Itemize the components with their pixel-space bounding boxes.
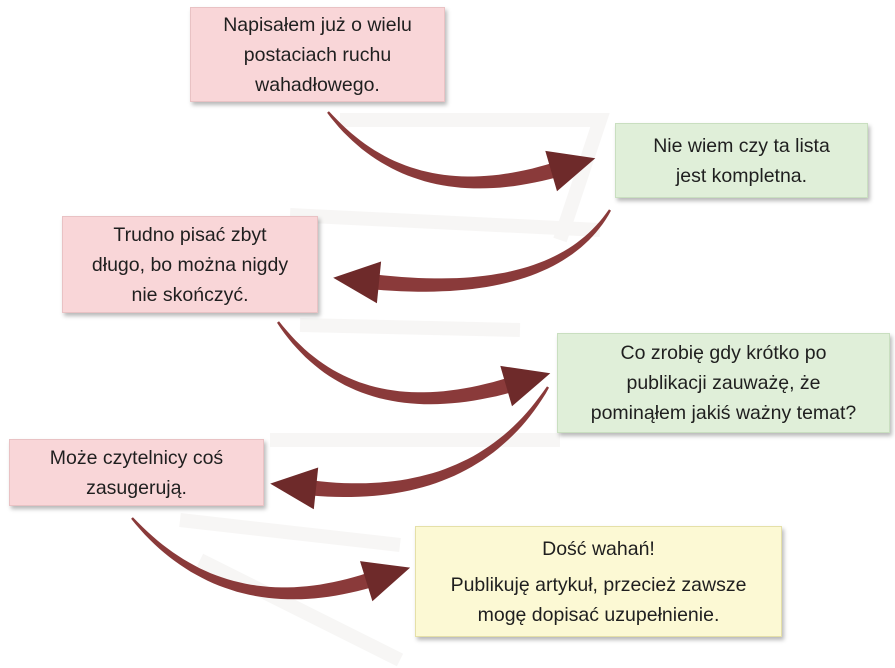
flow-arrow-3-head	[500, 365, 551, 407]
step-4-line-1: Co zrobię gdy krótko po	[620, 342, 827, 364]
step-box-3: Trudno pisać zbyt długo, bo można nigdy …	[62, 216, 318, 313]
flow-arrow-5-shaft	[131, 517, 373, 600]
step-4-line-3: pominąłem jakiś ważny temat?	[590, 402, 857, 424]
flow-arrow-2-head	[333, 261, 382, 304]
reflection-ribbon	[196, 553, 404, 667]
flow-arrow-2-shaft	[374, 209, 611, 292]
flow-arrow-1-shaft	[327, 111, 558, 189]
step-1-line-1: Napisałem już o wielu	[223, 13, 412, 36]
step-box-1: Napisałem już o wielu postaciach ruchu w…	[190, 7, 445, 102]
reflection-ribbon	[289, 208, 601, 237]
reflection-ribbon	[179, 513, 401, 552]
final-heading: Dość wahań!	[542, 537, 655, 560]
flow-arrow-4-head	[270, 467, 319, 510]
step-2-line-1: Nie wiem czy ta lista	[653, 134, 830, 157]
step-2-line-2: jest kompletna.	[675, 164, 808, 187]
step-4-line-2: publikacji zauważę, że	[626, 372, 821, 394]
flow-arrow-4-shaft	[311, 386, 549, 497]
final-box: Dość wahań! Publikuję artykuł, przecież …	[415, 526, 782, 637]
reflection-ribbons	[179, 113, 610, 667]
step-5-line-1: Może czytelnicy coś	[49, 446, 224, 469]
step-box-4: Co zrobię gdy krótko po publikacji zauwa…	[557, 333, 890, 433]
step-3-line-1: Trudno pisać zbyt	[113, 223, 267, 246]
final-line-2: mogę dopisać uzupełnienie.	[477, 603, 720, 626]
step-5-line-2: zasugerują.	[86, 476, 187, 499]
flow-arrows	[131, 111, 611, 602]
flow-arrow-5-head	[360, 561, 411, 602]
flow-arrow-3-shaft	[277, 321, 513, 405]
flow-arrow-1-head	[545, 150, 596, 192]
reflection-ribbon	[299, 318, 521, 337]
step-3-line-2: długo, bo można nigdy	[91, 253, 289, 276]
step-box-5: Może czytelnicy coś zasugerują.	[9, 439, 264, 506]
step-box-2: Nie wiem czy ta lista jest kompletna.	[615, 123, 868, 198]
reflection-ribbon	[340, 113, 610, 243]
final-line-1: Publikuję artykuł, przecież zawsze	[450, 573, 747, 596]
step-1-line-3: wahadłowego.	[255, 73, 380, 96]
step-3-line-3: nie skończyć.	[131, 283, 249, 306]
step-1-line-2: postaciach ruchu	[243, 43, 392, 66]
